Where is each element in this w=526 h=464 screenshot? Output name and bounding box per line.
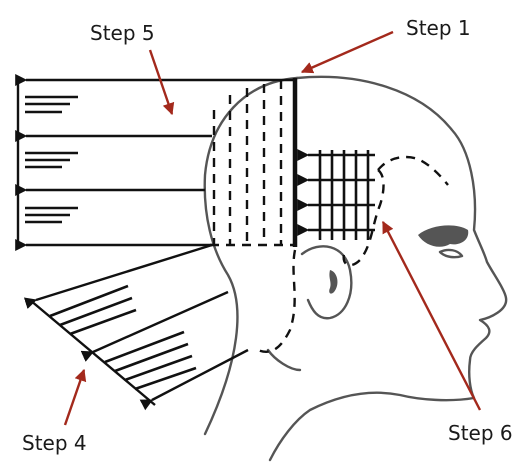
head-profile [270,77,506,460]
nape-hairline [258,250,295,352]
ear-detail [329,270,337,294]
step4-pointer [65,370,84,425]
step5-elevation [18,80,295,245]
side-hairline [378,157,448,185]
step6-pointer [383,222,480,410]
step5-pointer [150,50,172,114]
back-sections [210,78,295,247]
sideburn-outline [344,170,384,265]
step1-pointer [302,32,393,72]
eyebrow [418,225,468,246]
side-ticks [320,150,368,240]
step1-label: Step 1 [406,16,471,40]
back-of-head [205,78,297,434]
face-features [418,225,468,257]
nape-arrow-2 [93,292,228,352]
hairline [258,157,448,352]
hair-strands-top [25,97,78,222]
neck-back [268,350,300,370]
step4-nape [30,245,248,405]
eye [440,250,462,257]
side-arrows [308,150,375,240]
head-outline [205,77,506,460]
step5-label: Step 5 [90,21,155,45]
nape-arrow-3 [152,350,248,400]
step4-label: Step 4 [22,431,87,455]
nape-arrow-1 [36,245,212,300]
step6-label: Step 6 [448,421,513,445]
